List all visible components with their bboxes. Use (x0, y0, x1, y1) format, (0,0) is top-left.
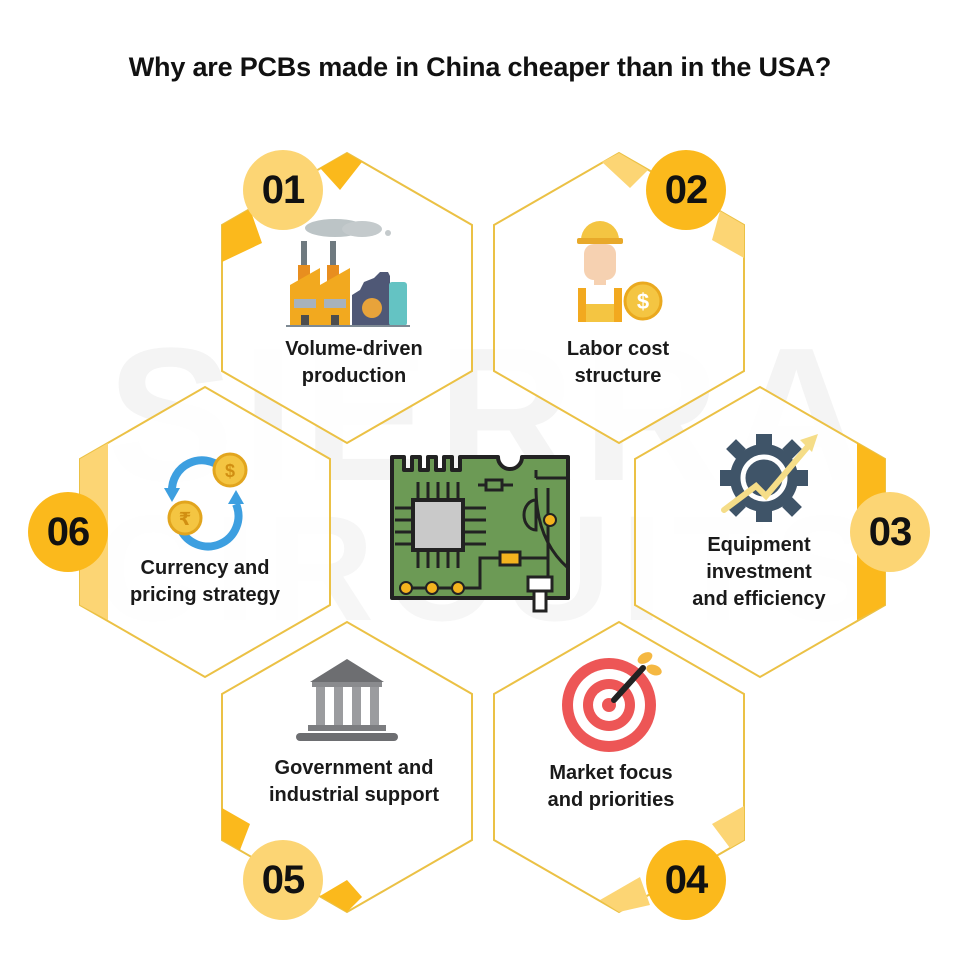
label-06-line-2: pricing strategy (129, 584, 281, 606)
label-02: Labor cost structure (508, 336, 728, 390)
badge-01: 01 (243, 150, 323, 230)
label-01: Volume-driven production (244, 336, 464, 390)
label-01-line-1: Volume-driven (285, 338, 423, 360)
hexagon-06 (79, 385, 331, 679)
badge-03: 03 (850, 492, 930, 572)
svg-text:$: $ (637, 289, 649, 314)
hexagon-03 (634, 385, 886, 679)
label-04: Market focus and priorities (501, 760, 721, 814)
label-05: Government and industrial support (244, 755, 464, 809)
label-05-line-1: Government and (274, 757, 434, 779)
badge-04: 04 (646, 840, 726, 920)
factory-icon (286, 219, 410, 327)
label-04-line-2: and priorities (547, 789, 675, 811)
badge-02: 02 (646, 150, 726, 230)
label-03-line-3: and efficiency (692, 588, 826, 610)
hexagon-04 (493, 620, 745, 914)
hexagon-05 (221, 620, 473, 914)
badge-05: 05 (243, 840, 323, 920)
label-01-line-2: production (301, 365, 407, 387)
label-06: Currency and pricing strategy (95, 555, 315, 609)
label-03: Equipment investment and efficiency (649, 532, 869, 613)
label-06-line-1: Currency and (140, 557, 270, 579)
label-02-line-1: Labor cost (566, 338, 670, 360)
label-03-line-1: Equipment (707, 534, 811, 556)
worker-with-dollar-coin-icon: $ (577, 221, 663, 322)
government-building-icon (296, 659, 398, 741)
pcb-circuit-board-icon (390, 455, 570, 613)
svg-text:₹: ₹ (179, 509, 192, 530)
page-title: Why are PCBs made in China cheaper than … (128, 52, 832, 82)
label-04-line-1: Market focus (549, 762, 673, 784)
svg-text:$: $ (225, 461, 235, 481)
label-02-line-2: structure (574, 365, 662, 387)
target-with-dart-icon (562, 652, 662, 752)
currency-exchange-icon: $ ₹ (164, 452, 248, 551)
label-05-line-2: industrial support (269, 784, 439, 806)
badge-06: 06 (28, 492, 108, 572)
label-03-line-2: investment (706, 561, 812, 583)
gear-with-growth-arrow-icon (720, 434, 818, 522)
